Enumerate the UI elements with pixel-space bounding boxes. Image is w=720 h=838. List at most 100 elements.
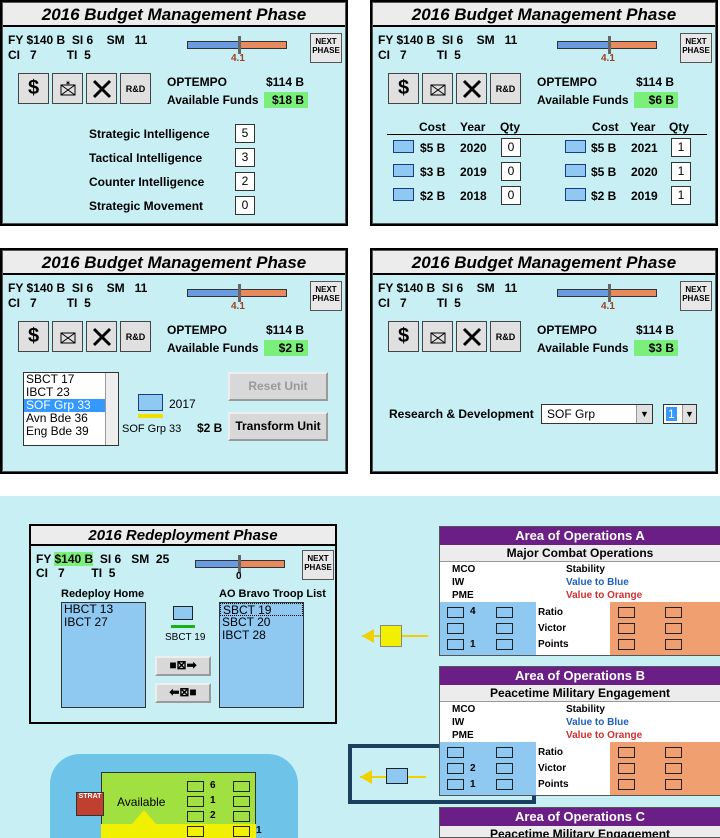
rnd-button[interactable]: R&D — [120, 321, 151, 352]
tools-button[interactable] — [86, 73, 117, 104]
qty-input[interactable]: 1 — [671, 138, 691, 157]
move-left-button[interactable]: ⬅⊠■ — [155, 683, 211, 703]
list-item-selected[interactable]: SOF Grp 33 — [24, 399, 118, 412]
list-item[interactable]: Avn Bde 36 — [26, 411, 88, 425]
list-item[interactable]: HBCT 13 — [64, 602, 114, 616]
row-cost: $2 B — [420, 189, 446, 203]
balance-slider[interactable] — [557, 36, 657, 54]
rnd-label: Research & Development — [389, 407, 534, 421]
intel-unit-button[interactable] — [52, 321, 83, 352]
strat-button[interactable]: STRAT — [76, 792, 104, 816]
funds-value: $2 B — [264, 340, 308, 356]
area-a-title: Area of Operations A — [440, 527, 720, 545]
list-item[interactable]: SBCT 17 — [26, 372, 75, 386]
tools-button[interactable] — [456, 73, 487, 104]
area-b-title: Area of Operations B — [440, 667, 720, 685]
next-phase-button[interactable]: NEXT PHASE — [310, 281, 342, 311]
available-label: Available — [117, 795, 166, 809]
funds-value: $18 B — [264, 92, 308, 108]
area-a-card[interactable]: Area of Operations A Major Combat Operat… — [439, 526, 720, 656]
rnd-unit-select[interactable]: SOF Grp▼ — [541, 404, 653, 424]
col-year: Year — [630, 120, 656, 134]
counter-intel-label: Counter Intelligence — [89, 175, 205, 189]
si-label: SI — [441, 33, 454, 47]
fy-value: $140 B — [396, 281, 436, 295]
budget-panel-rnd: 2016 Budget Management Phase FY $140 B S… — [370, 248, 718, 474]
redeploy-title: 2016 Redeployment Phase — [31, 526, 335, 546]
next-phase-button[interactable]: NEXT PHASE — [310, 33, 342, 63]
qty-input[interactable]: 1 — [671, 162, 691, 181]
dollar-button[interactable]: $ — [18, 73, 49, 104]
list-item[interactable]: IBCT 28 — [222, 628, 266, 642]
ti-value: 5 — [454, 296, 461, 310]
available-yellow — [101, 824, 256, 838]
strategic-intel-input[interactable]: 5 — [235, 124, 255, 143]
unit-icon — [173, 606, 193, 620]
victor-label: Victor — [538, 623, 567, 634]
unit-icon — [565, 188, 586, 201]
optempo-label: OPTEMPO — [537, 323, 598, 337]
optempo-value: $114 B — [266, 323, 305, 337]
list-item[interactable]: IBCT 23 — [26, 385, 70, 399]
move-right-button[interactable]: ■⊠➡ — [155, 656, 211, 676]
rnd-button[interactable]: R&D — [490, 73, 521, 104]
fy-label: FY — [8, 281, 24, 295]
iw-label: IW — [452, 717, 465, 728]
dollar-button[interactable]: $ — [388, 73, 419, 104]
rnd-button[interactable]: R&D — [490, 321, 521, 352]
pme-label: PME — [452, 730, 474, 741]
list-scrollbar[interactable] — [105, 373, 118, 445]
list-item[interactable]: SBCT 20 — [222, 615, 271, 629]
si-label: SI — [71, 33, 84, 47]
balance-slider[interactable] — [187, 284, 287, 302]
qty-input[interactable]: 0 — [501, 162, 521, 181]
count: 6 — [210, 780, 216, 791]
value-orange-label: Value to Orange — [566, 730, 643, 741]
dollar-button[interactable]: $ — [18, 321, 49, 352]
slider-value: 4.1 — [231, 301, 245, 312]
rnd-button[interactable]: R&D — [120, 73, 151, 104]
sm-label: SM — [106, 33, 125, 47]
col-year: Year — [460, 120, 486, 134]
area-c-card[interactable]: Area of Operations C Peacetime Military … — [439, 807, 720, 838]
balance-slider[interactable] — [187, 36, 287, 54]
chevron-down-icon: ▼ — [682, 405, 696, 423]
reset-unit-button[interactable]: Reset Unit — [228, 372, 328, 401]
intel-unit-button[interactable]: ✶ — [52, 73, 83, 104]
intel-unit-button[interactable] — [422, 73, 453, 104]
balance-slider[interactable] — [195, 555, 285, 573]
balance-slider[interactable] — [557, 284, 657, 302]
home-list[interactable]: HBCT 13 IBCT 27 — [61, 602, 146, 708]
next-phase-button[interactable]: NEXT PHASE — [680, 33, 712, 63]
tools-button[interactable] — [86, 321, 117, 352]
list-item[interactable]: Eng Bde 39 — [26, 424, 89, 438]
next-phase-button[interactable]: NEXT PHASE — [302, 550, 334, 580]
counter-intel-input[interactable]: 2 — [235, 172, 255, 191]
fy-label: FY — [378, 33, 394, 47]
rnd-qty-select[interactable]: 1▼ — [663, 404, 697, 424]
arrow-marker[interactable] — [360, 766, 426, 788]
unit-list[interactable]: SBCT 17 IBCT 23 SOF Grp 33 Avn Bde 36 En… — [23, 372, 119, 446]
tactical-intel-input[interactable]: 3 — [235, 148, 255, 167]
ao-troop-list-label: AO Bravo Troop List — [219, 588, 326, 600]
transform-unit-button[interactable]: Transform Unit — [228, 412, 328, 441]
arrow-marker[interactable] — [362, 625, 428, 647]
list-item-selected[interactable]: SBCT 19 — [220, 603, 303, 617]
list-item[interactable]: IBCT 27 — [64, 615, 108, 629]
qty-input[interactable]: 0 — [501, 186, 521, 205]
count: 1 — [256, 825, 262, 836]
qty-input[interactable]: 0 — [501, 138, 521, 157]
area-b-card[interactable]: Area of Operations B Peacetime Military … — [439, 666, 720, 796]
tools-button[interactable] — [456, 321, 487, 352]
unit-icon — [565, 164, 586, 177]
next-phase-button[interactable]: NEXT PHASE — [680, 281, 712, 311]
points-label: Points — [538, 779, 569, 790]
ao-troop-list[interactable]: SBCT 19 SBCT 20 IBCT 28 — [219, 602, 304, 708]
qty-input[interactable]: 1 — [671, 186, 691, 205]
intel-unit-button[interactable] — [422, 321, 453, 352]
unit-status-bar — [171, 625, 195, 628]
points-label: Points — [538, 639, 569, 650]
strategic-movement-input[interactable]: 0 — [235, 196, 255, 215]
slider-value: 4.1 — [231, 53, 245, 64]
dollar-button[interactable]: $ — [388, 321, 419, 352]
